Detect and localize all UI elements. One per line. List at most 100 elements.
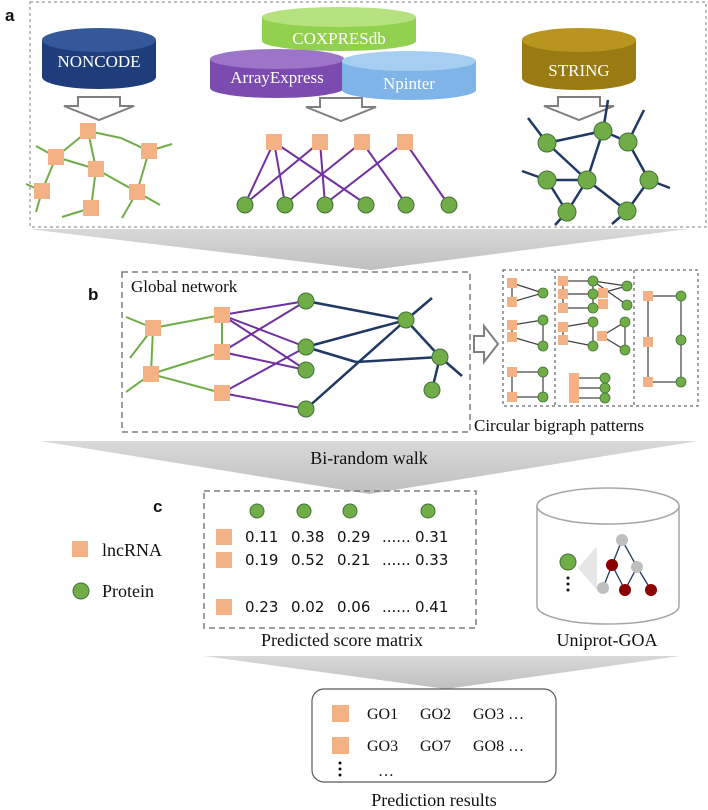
protein-node [431, 348, 449, 366]
noncode-label: NONCODE [57, 52, 140, 71]
protein-node [559, 553, 577, 571]
panel-a-frame [29, 1, 707, 228]
prediction-results: GO1 GO2 GO3 … GO3 GO7 GO8 … … [332, 705, 524, 780]
lncrna-node [397, 134, 413, 150]
protein-node [577, 170, 597, 190]
noncode-database: NONCODE [42, 28, 156, 89]
protein-node [423, 381, 441, 399]
bi-random-walk-arrow-icon [40, 441, 698, 494]
protein-node [316, 196, 334, 214]
down-arrow-icon [543, 96, 615, 122]
protein-node [537, 133, 557, 153]
right-arrow-icon [473, 323, 500, 365]
protein-node [397, 311, 415, 329]
lncrna-node [48, 149, 64, 165]
result-go-term: GO2 [420, 706, 451, 723]
lncrna-node [216, 552, 232, 568]
arrayexpress-database: ArrayExpress [210, 49, 344, 98]
string-database: STRING [522, 28, 636, 90]
protein-node [297, 400, 315, 418]
lncrna-node [332, 737, 349, 754]
legend-protein-swatch [72, 582, 90, 600]
panel-label-b: b [88, 285, 98, 304]
lncrna-nodes-a1 [34, 123, 157, 216]
matrix-cell: 0.38 [291, 528, 324, 546]
bigraph-patterns-title: Circular bigraph patterns [474, 416, 644, 435]
lncrna-node [216, 599, 232, 615]
protein-node [357, 196, 375, 214]
lncrna-node [143, 366, 159, 382]
lncrna-node [216, 529, 232, 545]
protein-node [276, 196, 294, 214]
prediction-results-caption: Prediction results [371, 790, 496, 810]
protein-node [593, 121, 613, 141]
legend-lncrna-swatch [72, 541, 88, 557]
score-matrix-caption: Predicted score matrix [261, 630, 423, 650]
global-network [125, 292, 463, 418]
lncrna-nodes-a2 [266, 134, 413, 150]
matrix-cell: 0.29 [337, 528, 370, 546]
matrix-cell: ...... [382, 551, 411, 569]
lncrna-node [129, 184, 145, 200]
lncrna-node [354, 134, 370, 150]
protein-node [557, 202, 577, 222]
matrix-cell: ...... [382, 528, 411, 546]
matrix-cell: 0.31 [415, 528, 448, 546]
lncrna-protein-network [244, 141, 449, 205]
prediction-results-box [311, 688, 557, 783]
matrix-cell: 0.33 [415, 551, 448, 569]
global-network-title: Global network [131, 277, 238, 296]
legend: lncRNA Protein [72, 540, 162, 601]
coxpresdb-label: COXPRESdb [292, 29, 386, 48]
merge-arrow-icon [28, 229, 688, 270]
protein-node [297, 361, 315, 379]
score-matrix: 0.11 0.38 0.29 ...... 0.31 0.19 0.52 0.2… [216, 503, 448, 616]
protein-node [297, 338, 315, 356]
protein-interaction-network [521, 99, 671, 226]
score-matrix-frame [203, 490, 477, 629]
panel-label-c: c [153, 497, 162, 516]
protein-nodes-a3 [537, 121, 659, 222]
protein-node [296, 503, 312, 519]
result-ellipsis: … [378, 763, 394, 780]
bi-random-walk-label: Bi-random walk [310, 448, 427, 468]
result-go-term: GO1 [367, 706, 398, 723]
lncrna-node [145, 320, 161, 336]
lncrna-node [214, 307, 230, 323]
lncrna-node [80, 123, 96, 139]
matrix-cell: 0.41 [415, 598, 448, 616]
protein-node [397, 196, 415, 214]
npinter-label: Npinter [383, 74, 435, 93]
string-label: STRING [548, 61, 609, 80]
coxpresdb-database: COXPRESdb [262, 7, 416, 51]
matrix-cell: 0.11 [245, 528, 278, 546]
global-network-frame [121, 271, 471, 433]
protein-node [342, 503, 358, 519]
protein-node [639, 170, 659, 190]
lncrna-node [332, 705, 349, 722]
protein-node [249, 503, 265, 519]
protein-node [618, 132, 638, 152]
matrix-cell: 0.52 [291, 551, 324, 569]
lncrna-node [312, 134, 328, 150]
down-arrow-icon [305, 97, 377, 123]
matrix-cell: 0.19 [245, 551, 278, 569]
spotlight-icon [578, 546, 597, 590]
result-go-term: GO7 [420, 738, 451, 755]
uniprot-goa-caption: Uniprot-GOA [557, 630, 658, 650]
protein-node [297, 292, 315, 310]
lncrna-node [34, 183, 50, 199]
lncrna-node [214, 385, 230, 401]
protein-nodes-a2 [236, 196, 458, 214]
lncrna-node [88, 161, 104, 177]
result-go-term: GO3 [367, 738, 398, 755]
arrayexpress-label: ArrayExpress [230, 68, 323, 87]
result-go-term: GO3 … [473, 706, 524, 723]
result-arrow-icon [204, 656, 680, 689]
legend-protein-label: Protein [102, 581, 154, 601]
matrix-cell: 0.06 [337, 598, 370, 616]
protein-node [537, 170, 557, 190]
lncrna-node [266, 134, 282, 150]
protein-node [236, 196, 254, 214]
